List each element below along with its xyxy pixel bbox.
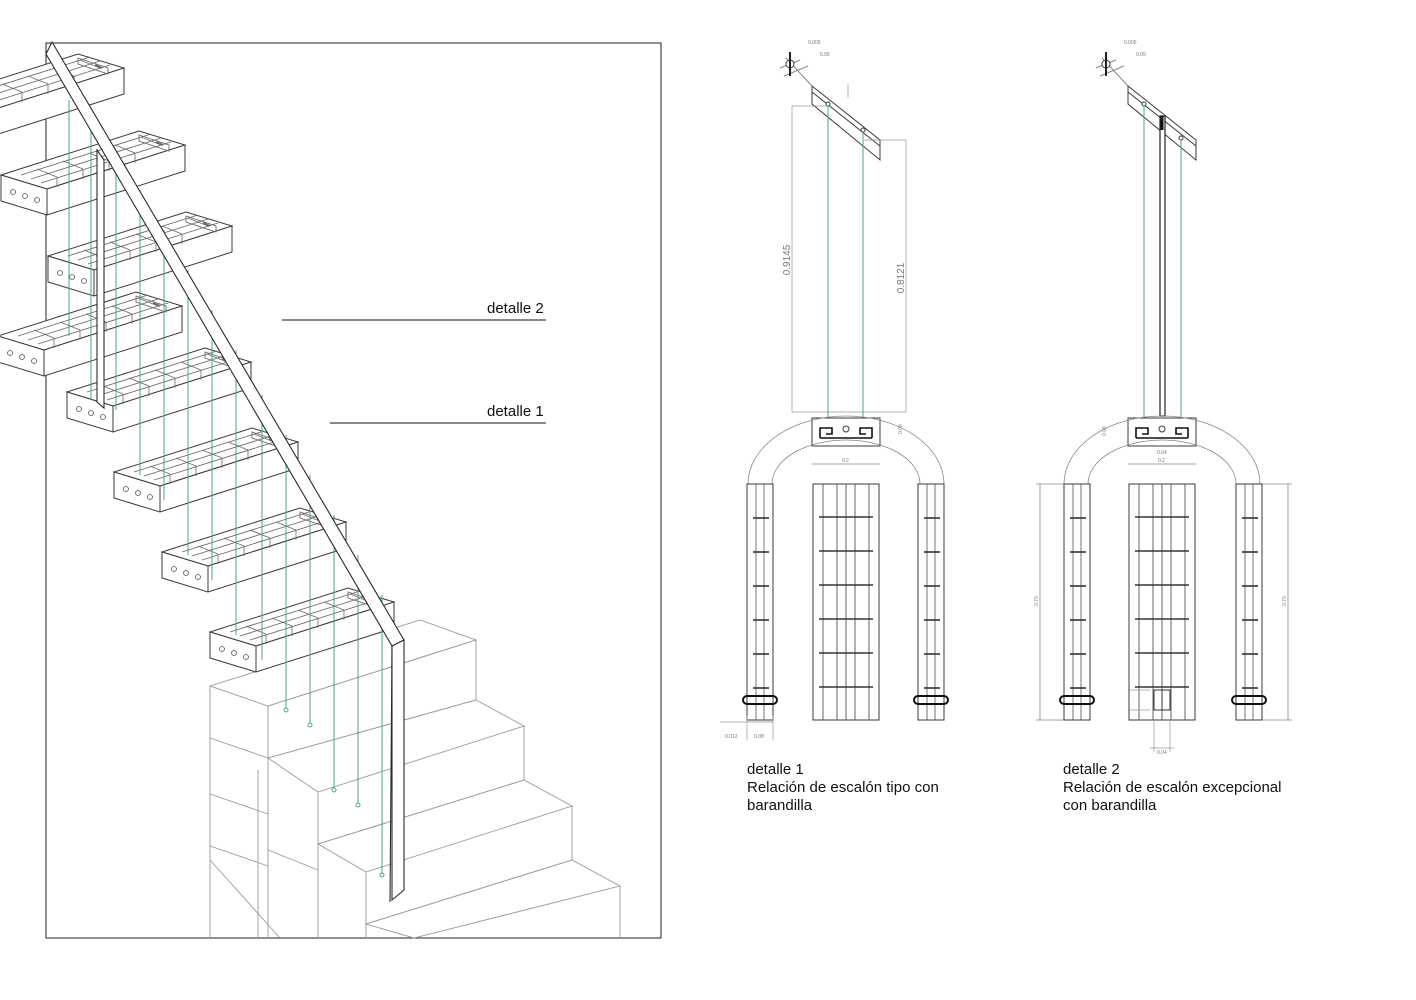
detail-2-caption: detalle 2 Relación de escalón excepciona… [1063, 761, 1281, 815]
callout-detalle-2: detalle 2 [487, 300, 544, 317]
iso-handrail [45, 40, 405, 903]
detail-2-drawing: 0.005 0.05 0.08 0.04 0.2 0.70 0 [1034, 40, 1292, 756]
dim2-inner-a: 0.04 [1157, 450, 1167, 456]
callout-lines [282, 319, 546, 424]
dim2-cover-a: 0.005 [1124, 40, 1137, 46]
detail-2-tread-section [1127, 417, 1197, 447]
dim-cover-b: 0.05 [820, 52, 830, 58]
detail-1-line1: Relación de escalón tipo con [747, 779, 939, 796]
dim-side-h: 0.08 [898, 424, 904, 434]
dim-small-b: 0.08 [754, 734, 764, 740]
dim-post-height-2: 0.8121 [896, 262, 907, 293]
dim2-height-left: 0.70 [1034, 596, 1040, 606]
detail-1-drawing: 0.005 0.05 0.9145 0.8121 0.08 [720, 40, 949, 740]
detail-1-line2: barandilla [747, 797, 813, 814]
callout-detalle-1: detalle 1 [487, 403, 544, 420]
dim2-height-right: 0.70 [1282, 596, 1288, 606]
dim2-side-h: 0.08 [1102, 426, 1108, 436]
dim2-cover-b: 0.05 [1136, 52, 1146, 58]
baluster-feet [283, 707, 385, 878]
isometric-view [0, 40, 662, 939]
detail-1-tread-section [811, 417, 881, 447]
detail-2-line2: con barandilla [1063, 797, 1157, 814]
dim-cover-a: 0.005 [808, 40, 821, 46]
detail-1-caption: detalle 1 Relación de escalón tipo con b… [747, 761, 939, 815]
detail-2-line1: Relación de escalón excepcional [1063, 779, 1282, 796]
dim-post-height: 0.9145 [782, 244, 793, 275]
dim2-tread-width: 0.2 [1158, 458, 1165, 464]
dim-small-a: 0.012 [725, 734, 738, 740]
stair-base [208, 619, 622, 939]
detail-2-rail [1095, 52, 1197, 417]
detail-1-title: detalle 1 [747, 761, 804, 778]
dim2-bottom: 0.04 [1157, 750, 1167, 756]
dim-tread-width: 0.2 [842, 458, 849, 464]
detail-2-title: detalle 2 [1063, 761, 1120, 778]
iso-balusters [68, 100, 383, 875]
